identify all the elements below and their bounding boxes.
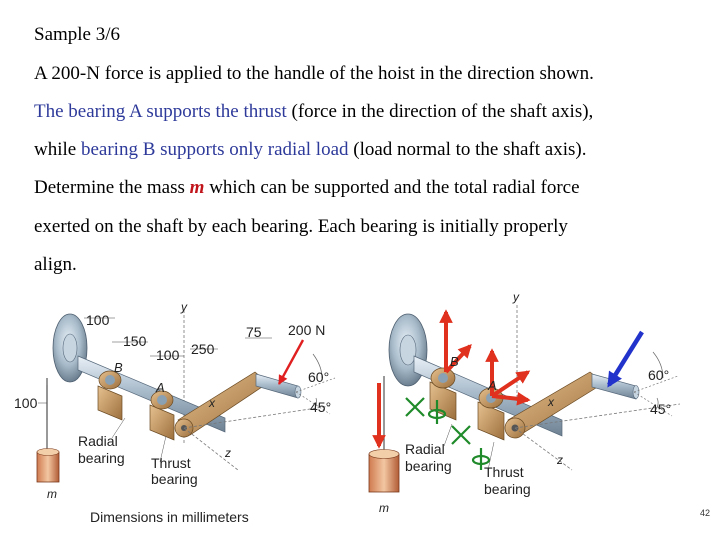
point-A-label: A xyxy=(155,380,165,395)
highlighted-text: bearing B supports only radial load xyxy=(80,139,349,160)
text-segment: exerted on the shaft by each bearing. Ea… xyxy=(34,216,568,237)
force-arrow-200N xyxy=(277,339,305,385)
problem-line: align. xyxy=(34,254,77,276)
right-axis-z-label: z xyxy=(556,453,563,467)
problem-line: while bearing B supports only radial loa… xyxy=(34,139,586,161)
right-radial-bearing-line2: bearing xyxy=(405,458,452,474)
right-figure-art xyxy=(368,305,681,493)
text-segment: align. xyxy=(34,254,77,275)
dim-100-top: 100 xyxy=(86,312,110,328)
dim-75: 75 xyxy=(246,324,262,340)
problem-line: A 200-N force is applied to the handle o… xyxy=(34,63,594,85)
arrow-A-thrust xyxy=(491,392,531,406)
dim-100-mid: 100 xyxy=(156,347,180,363)
mass-block xyxy=(36,451,60,483)
radial-bearing-line1: Radial xyxy=(78,433,118,449)
right-figure-labels: y x z B A 60° 45° Radial bearing Thrust … xyxy=(379,290,671,515)
slide-number: 42 xyxy=(700,508,711,518)
dim-150: 150 xyxy=(123,333,147,349)
left-figure-labels: 100 150 100 250 75 200 N 60° 45° 100 y x… xyxy=(14,300,331,525)
right-angle-45-label: 45° xyxy=(650,401,671,417)
right-mass-label: m xyxy=(379,501,389,515)
figure-caption: Dimensions in millimeters xyxy=(90,509,249,525)
right-axis-x-label: x xyxy=(547,395,555,409)
axis-z-label: z xyxy=(224,446,231,460)
right-axis-y-label: y xyxy=(512,290,520,304)
angle-60-label: 60° xyxy=(308,369,329,385)
thrust-bearing-line2: bearing xyxy=(151,471,198,487)
problem-line: Determine the mass m which can be suppor… xyxy=(34,177,580,199)
arrow-A-diagonal xyxy=(490,370,531,398)
radial-bearing-line2: bearing xyxy=(78,450,125,466)
text-segment: Determine the mass xyxy=(34,177,190,198)
text-segment: A 200-N force is applied to the handle o… xyxy=(34,63,594,84)
green-markers-A xyxy=(451,425,491,470)
right-thrust-bearing-line1: Thrust xyxy=(484,464,524,480)
right-point-A-label: A xyxy=(487,378,497,393)
text-segment: which can be supported and the total rad… xyxy=(204,177,580,198)
right-point-B-label: B xyxy=(450,354,459,369)
slide-title: Sample 3/6 xyxy=(34,24,121,45)
dim-250: 250 xyxy=(191,341,215,357)
mass-label: m xyxy=(47,487,57,501)
angle-45-label: 45° xyxy=(310,399,331,415)
axis-y-label: y xyxy=(180,300,188,314)
text-segment: (force in the direction of the shaft axi… xyxy=(286,101,594,122)
dim-100-left: 100 xyxy=(14,395,38,411)
axis-x-label: x xyxy=(208,396,216,410)
text-segment: (load normal to the shaft axis). xyxy=(348,139,587,160)
text-segment: while xyxy=(34,139,81,160)
bearing-A xyxy=(149,390,175,441)
problem-line: The bearing A supports the thrust (force… xyxy=(34,101,593,123)
right-angle-60-label: 60° xyxy=(648,367,669,383)
crank-handle xyxy=(255,373,299,399)
arrow-applied-force xyxy=(607,330,644,388)
thrust-bearing-line1: Thrust xyxy=(151,455,191,471)
force-label: 200 N xyxy=(288,322,325,338)
right-thrust-bearing-line2: bearing xyxy=(484,481,531,497)
arrow-B-diagonal xyxy=(444,344,472,374)
right-mass-block xyxy=(368,453,400,493)
point-B-label: B xyxy=(114,360,123,375)
left-figure-art xyxy=(36,310,336,483)
right-radial-bearing-line1: Radial xyxy=(405,441,445,457)
problem-line: exerted on the shaft by each bearing. Ea… xyxy=(34,216,568,238)
highlighted-text: The bearing A supports the thrust xyxy=(34,101,287,122)
mass-variable: m xyxy=(189,177,205,198)
bearing-B xyxy=(97,370,123,421)
green-markers-B xyxy=(405,397,447,424)
